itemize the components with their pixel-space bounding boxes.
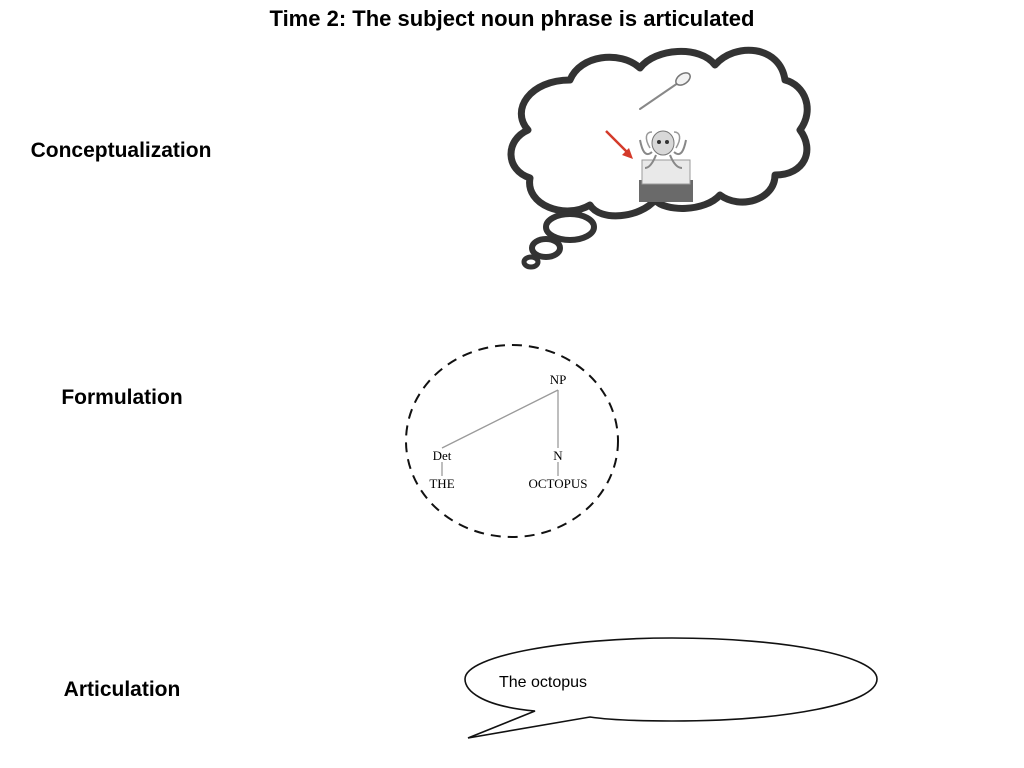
stage-label-formulation: Formulation — [61, 386, 183, 409]
page-title: Time 2: The subject noun phrase is artic… — [269, 6, 755, 31]
dashed-circle — [405, 344, 619, 538]
red-arrow-icon — [605, 130, 633, 159]
stage-label-conceptualization: Conceptualization — [30, 139, 212, 162]
octopus-icon — [639, 130, 693, 202]
tree-det-word: THE — [429, 476, 454, 491]
thought-cloud — [507, 46, 811, 270]
tree-noun-label: N — [553, 448, 563, 463]
tree-det-label: Det — [433, 448, 452, 463]
spoon-icon — [639, 72, 691, 110]
stage-label-articulation: Articulation — [63, 678, 181, 701]
speech-bubble — [464, 637, 878, 739]
speech-text: The octopus — [499, 674, 587, 691]
tree-noun-word: OCTOPUS — [528, 476, 587, 491]
syntax-tree-lines — [441, 389, 559, 476]
tree-root-label: NP — [550, 372, 567, 387]
